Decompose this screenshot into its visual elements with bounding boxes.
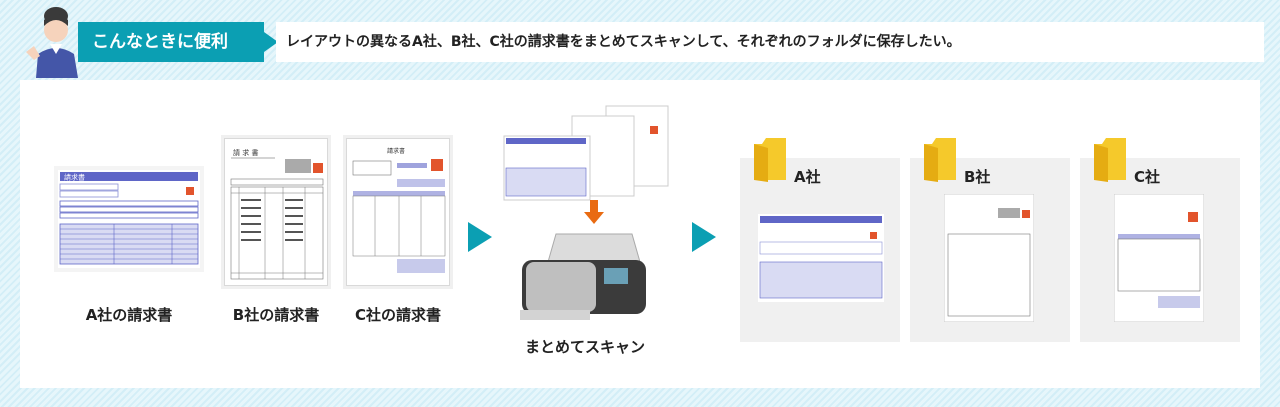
folder-b-box: B社 [910,138,1070,342]
scanner-caption: まとめてスキャン [524,338,645,356]
main-panel: 請求書 A社の請求書 請 求 書 [20,80,1260,388]
scanner-illustration [503,105,669,320]
folder-c-label: C社 [1134,168,1161,186]
invoice-c-title: 請求書 [387,147,405,155]
folder-icon [924,138,956,182]
tag-arrow-icon [264,32,278,52]
invoice-a-title: 請求書 [64,173,85,182]
invoice-c-caption: C社の請求書 [354,306,441,324]
header: こんなときに便利 レイアウトの異なるA社、B社、C社の請求書をまとめてスキャンし… [0,0,1280,78]
invoice-b-caption: B社の請求書 [232,306,320,324]
down-arrow-icon [584,200,604,224]
arrow-right-icon [468,222,492,252]
folder-icon [754,138,786,182]
invoice-b-graphic: 請 求 書 [230,148,324,280]
invoice-b-title: 請 求 書 [233,148,258,157]
invoice-a: 請求書 [54,166,204,272]
folder-b-label: B社 [964,168,991,186]
folder-a-label: A社 [794,168,821,186]
tag-label: こんなときに便利 [78,22,264,62]
folder-c-box: C社 [1080,138,1240,342]
folder-c-invoice [1114,194,1204,322]
invoice-c-graphic: 請求書 [352,147,446,273]
scanner-icon [520,233,646,320]
folder-a-invoice [758,214,884,302]
invoice-c: 請求書 [346,138,450,286]
folder-a-box: A社 [740,138,900,342]
invoice-b: 請 求 書 [224,138,328,286]
invoice-a-caption: A社の請求書 [85,306,173,324]
folder-b-invoice [944,194,1034,322]
situation-text: レイアウトの異なるA社、B社、C社の請求書をまとめてスキャンして、それぞれのフォ… [276,22,1264,62]
stacked-invoices-icon [503,105,669,201]
folder-icon [1094,138,1126,182]
person-illustration-icon [26,7,78,78]
invoice-a-graphic: 請求書 [58,170,200,268]
arrow-right-icon [692,222,716,252]
